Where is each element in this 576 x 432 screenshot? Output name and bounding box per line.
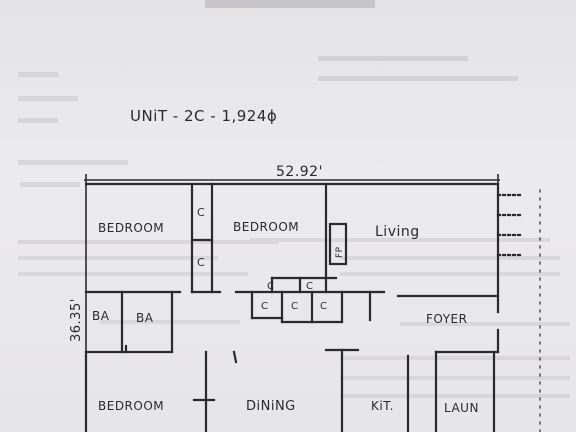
height-dimension-label: 36.35': [69, 298, 84, 342]
room-label-bedroom-bottom-left: BEDROOM: [98, 399, 164, 413]
bleed-mark: [18, 160, 128, 165]
bleed-mark: [250, 238, 550, 242]
bleed-mark: [18, 118, 58, 123]
closet-label: C: [320, 301, 327, 312]
closet-label: C: [291, 301, 298, 312]
bleed-through-marks: [18, 0, 570, 398]
bleed-mark: [400, 322, 570, 326]
bleed-mark: [205, 0, 375, 8]
room-label-living: Living: [375, 224, 420, 240]
bleed-mark: [18, 240, 278, 244]
bleed-mark: [18, 272, 248, 276]
bleed-mark: [340, 256, 560, 260]
room-label-bedroom-top-center: BEDROOM: [233, 220, 299, 234]
closet-label: C: [267, 281, 274, 292]
bleed-mark: [18, 256, 218, 260]
room-label-bath-left: BA: [92, 309, 110, 323]
room-label-bedroom-top-left: BEDROOM: [98, 221, 164, 235]
bleed-mark: [340, 376, 570, 380]
walls: [84, 182, 541, 432]
closet-label: C: [197, 256, 205, 269]
closet-label: C: [197, 206, 205, 219]
bleed-mark: [318, 56, 468, 61]
bleed-mark: [18, 96, 78, 101]
bleed-mark: [18, 72, 58, 77]
bleed-mark: [100, 320, 240, 324]
bleed-mark: [340, 356, 570, 360]
room-label-laundry: LAUN: [444, 401, 479, 415]
fireplace-box: [328, 222, 348, 266]
fireplace-label: FP: [335, 246, 345, 258]
room-label-dining: DiNiNG: [246, 399, 296, 414]
closet-label: C: [306, 281, 313, 292]
closet-label: C: [261, 301, 268, 312]
bleed-mark: [340, 272, 560, 276]
room-label-foyer: FOYER: [426, 312, 467, 326]
room-label-kitchen: KiT.: [371, 399, 394, 413]
room-label-bath-right: BA: [136, 311, 154, 325]
wall-stub: [232, 350, 238, 364]
width-dimension-label: 52.92': [276, 164, 323, 180]
bleed-mark: [318, 76, 518, 81]
unit-label: UNiT - 2C - 1,924ɸ: [130, 107, 277, 125]
bleed-mark: [340, 394, 570, 398]
bleed-mark: [20, 182, 80, 187]
